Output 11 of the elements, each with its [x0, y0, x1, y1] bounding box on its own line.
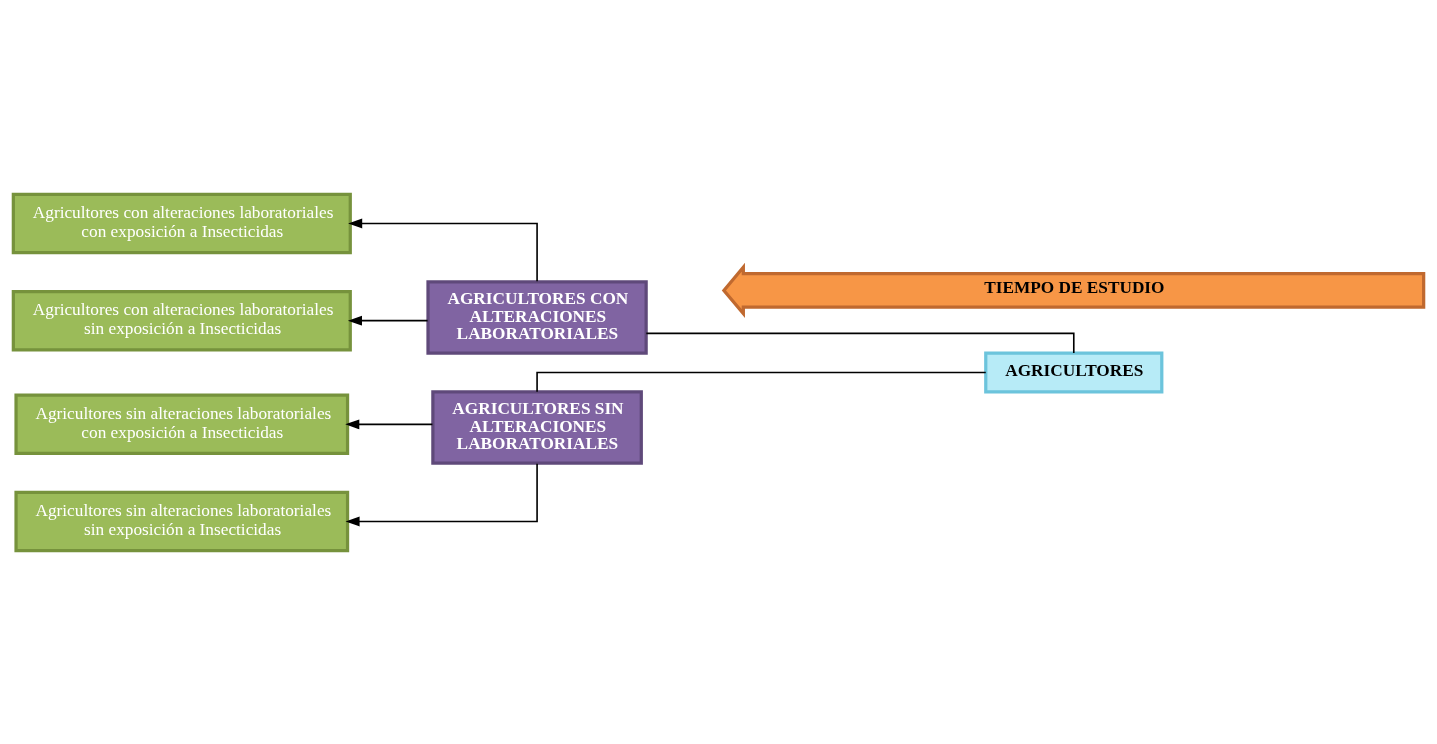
node-box: Agricultores sin alteraciones laboratoriales con exposición a Insecticidas — [14, 393, 350, 455]
arrow — [345, 462, 538, 526]
arrow — [345, 418, 434, 429]
node-box: AGRICULTORES CON ALTERACIONES LABORATORIALES — [426, 279, 648, 355]
node-box: Agricultores con alteraciones laboratoriales con exposición a Insecticidas — [11, 192, 352, 254]
arrow — [347, 315, 429, 326]
node-box: AGRICULTORES SIN ALTERACIONES LABORATORIALES — [431, 389, 643, 465]
node-box: Agricultores sin alteraciones laboratoriales sin exposición a Insecticidas — [14, 490, 350, 552]
arrow — [348, 218, 538, 282]
node-box: AGRICULTORES — [984, 350, 1164, 394]
node-box: Agricultores con alteraciones laboratoriales sin exposición a Insecticidas — [11, 289, 352, 351]
